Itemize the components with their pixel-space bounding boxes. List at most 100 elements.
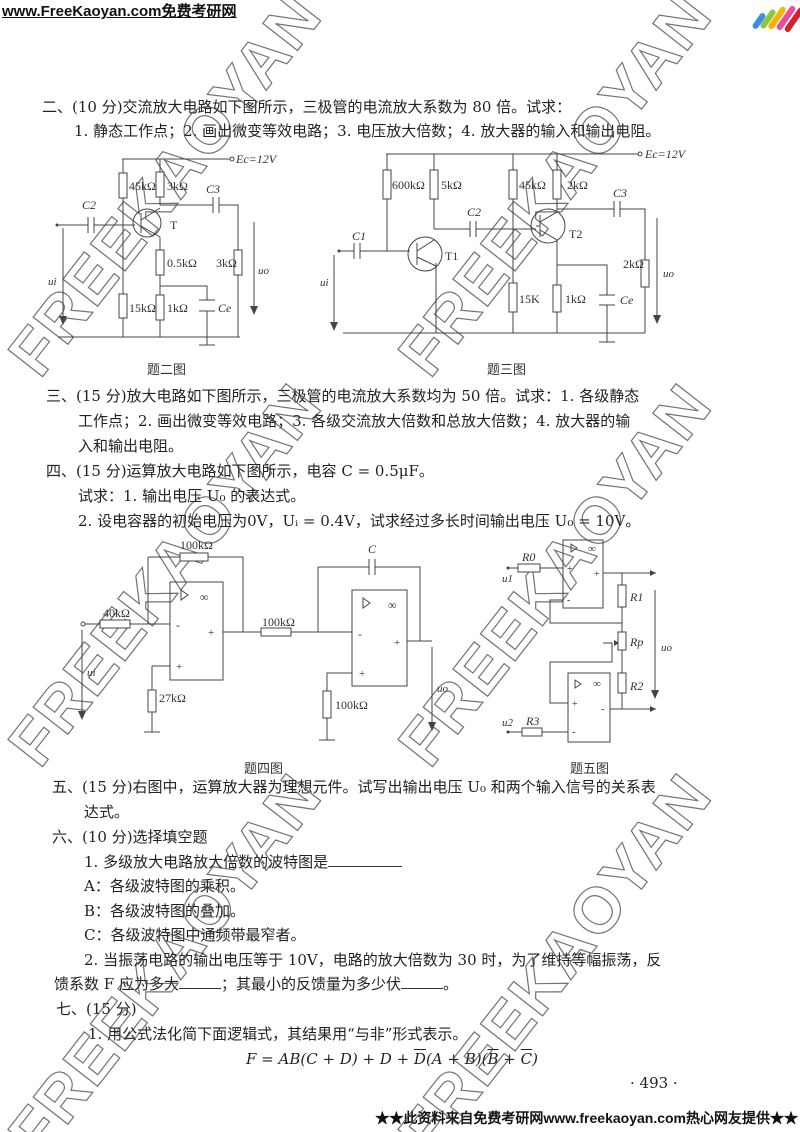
q6-option-a: A：各级波特图的乘积。 [84,877,245,895]
output-voltage-label: uo [663,268,675,280]
resistor-label: 100kΩ [180,538,213,552]
resistor-label: 27kΩ [159,691,186,705]
resistor-label: 3kΩ [216,256,237,270]
inverting-input-label: - [358,627,362,641]
q6-option-b: B：各级波特图的叠加。 [84,902,246,920]
answer-blank [328,854,403,867]
resistor-label: 1kΩ [565,292,586,306]
capacitor-label: C2 [467,205,481,219]
circuit-figure-4: ∞ ∞ - + + - + + 100kΩ 40kΩ 27kΩ 100kΩ C … [78,538,449,776]
capacitor-label: C3 [206,182,220,196]
formula-part-negated: B [487,1050,499,1068]
watermark-text: FREEKAOYAN [0,760,336,1132]
noninverting-input-label: + [176,661,182,673]
infinity-gain-icon: ∞ [588,543,596,555]
q6-option-c: C：各级波特图中通频带最窄者。 [84,926,306,944]
q6-item2-part3: 。 [442,975,458,993]
watermark-text: FREEKAOYAN [0,370,336,779]
resistor-label: Rp [629,635,643,649]
q6-item2-line2: 馈系数 F 应为多大 ；其最小的反馈量为多少伏 。 [54,975,458,993]
capacitor-label: C3 [613,186,627,200]
noninverting-input-label: + [572,699,578,710]
figure-caption: 题五图 [570,761,609,776]
input-voltage-label: u2 [502,717,514,729]
q7-item1: 1. 用公式法化简下面逻辑式，其结果用“与非”形式表示。 [88,1025,468,1043]
resistor-label: 45kΩ [129,179,156,193]
inverting-input-label: - [572,727,575,738]
formula-part: ) [532,1050,538,1068]
answer-blank [400,976,443,989]
supply-voltage-label: Ec=12V [644,147,687,161]
resistor-label: 1kΩ [167,301,188,315]
capacitor-label: Ce [620,293,634,307]
q3-line2: 工作点；2. 画出微变等效电路；3. 各级交流放大倍数和总放大倍数；4. 放大器… [78,412,631,430]
capacitor-label: C2 [82,198,96,212]
circuit-figure-5: ∞ ∞ + + - + - - R0 R1 Rp R2 R3 u1 u2 uo … [502,539,673,776]
output-sign-label: + [594,569,600,580]
resistor-label: 5kΩ [441,178,462,192]
q4-line3: 2. 设电容器的初始电压为0V，Uᵢ = 0.4V，试求经过多长时间输出电压 U… [78,512,641,530]
page-number: · 493 · [630,1074,678,1092]
q6-item1-text: 1. 多级放大电路放大倍数的波特图是 [84,853,329,871]
input-voltage-label: ui [320,277,329,289]
watermark: FREEKAOYAN FREEKAOYAN FREEKAOYAN FREEKAO… [0,0,726,1132]
resistor-label: R3 [525,714,539,728]
inverting-input-label: - [176,618,180,632]
resistor-label: R1 [629,590,643,604]
input-voltage-label: u1 [502,573,513,585]
infinity-gain-icon: ∞ [200,590,209,604]
resistor-label: 3kΩ [167,179,188,193]
resistor-label: 0.5kΩ [167,256,197,270]
resistor-label: R0 [521,550,535,564]
transistor-label: T [170,218,178,232]
q2-title: 二、(10 分)交流放大电路如下图所示，三极管的电流放大系数为 80 倍。试求： [42,98,572,116]
output-sign-label: + [208,627,214,639]
capacitor-label: C [368,542,377,556]
formula-part-negated: D [413,1050,426,1068]
q5-line2: 达式。 [84,803,130,821]
capacitor-label: Ce [218,301,232,315]
q2-subquestions: 1. 静态工作点；2. 画出微变等效电路；3. 电压放大倍数；4. 放大器的输入… [74,122,661,140]
output-sign-label: - [601,704,604,715]
q6-item2-part1: 馈系数 F 应为多大 [54,975,179,993]
q5-line1: 五、(15 分)右图中，运算放大器为理想元件。试写出输出电压 U₀ 和两个输入信… [52,778,656,796]
q6-item2-line1: 2. 当振荡电路的输出电压等于 10V，电路的放大倍数为 30 时，为了维持等幅… [84,951,662,969]
transistor-label: T2 [569,227,582,241]
output-voltage-label: uo [437,683,449,695]
footer-banner: ★★此资料来自免费考研网www.freekaoyan.com热心网友提供★★ [375,1110,798,1126]
watermark-text: FREEKAOYAN [0,0,336,389]
resistor-label: 15kΩ [129,301,156,315]
inverting-input-label: - [567,595,570,606]
resistor-label: 2kΩ [567,178,588,192]
output-voltage-label: uo [661,642,673,654]
formula-part: + [498,1050,521,1068]
noninverting-input-label: + [359,668,365,680]
q4-line1: 四、(15 分)运算放大电路如下图所示，电容 C = 0.5μF。 [46,462,434,480]
q6-item1: 1. 多级放大电路放大倍数的波特图是 [84,853,403,871]
infinity-gain-icon: ∞ [593,678,601,690]
watermark-text: FREEKAOYAN [384,760,725,1132]
formula-part: (A + B)( [425,1050,488,1068]
resistor-label: 15K [519,292,540,306]
infinity-gain-icon: ∞ [388,598,397,612]
noninverting-input-label: + [567,564,573,575]
input-voltage-label: ui [48,276,57,288]
formula-part: F = AB(C + D) + D + [246,1050,414,1068]
q6-item2-part2: ；其最小的反馈量为多少伏 [220,975,401,993]
figure-caption: 题二图 [147,362,186,377]
site-header-link[interactable]: www.FreeKaoyan.com免费考研网 [2,3,237,20]
output-voltage-label: uo [258,265,270,277]
circuit-figure-2: Ec=12V 45kΩ 3kΩ C2 C3 T 0.5kΩ 3kΩ 15kΩ 1… [48,152,278,377]
capacitor-label: C1 [352,229,366,243]
resistor-label: 100kΩ [335,698,368,712]
logic-formula: F = AB(C + D) + D + D(A + B)(B + C) [246,1050,538,1068]
watermark-text: FREEKAOYAN [384,370,725,779]
figure-caption: 题三图 [487,362,526,377]
q3-line1: 三、(15 分)放大电路如下图所示，三极管的电流放大系数均为 50 倍。试求：1… [46,387,640,405]
resistor-label: 2kΩ [623,257,644,271]
q6-title: 六、(10 分)选择填空题 [52,828,208,846]
resistor-label: R2 [629,679,643,693]
input-voltage-label: ui [87,667,96,679]
